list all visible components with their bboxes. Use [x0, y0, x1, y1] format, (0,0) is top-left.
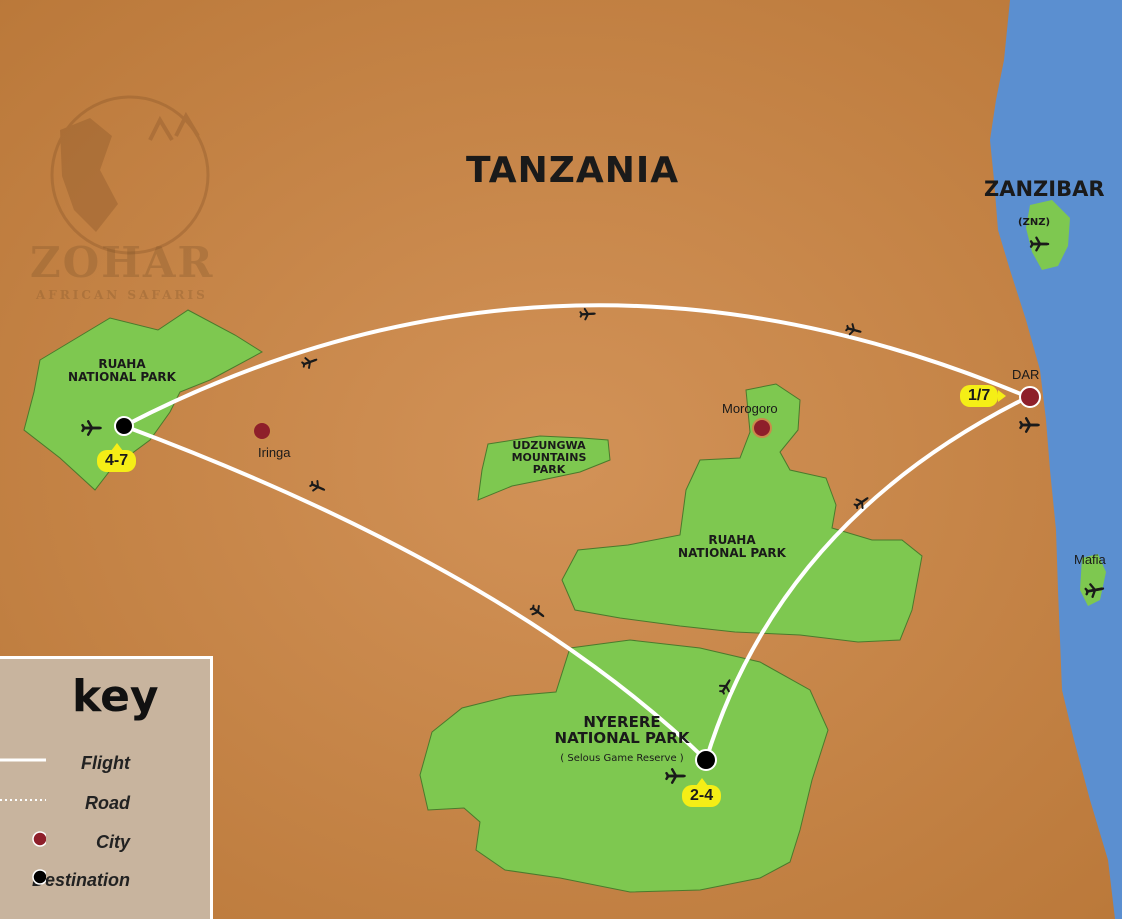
nyerere-park-sublabel: ( Selous Game Reserve ): [560, 753, 684, 764]
map-title: TANZANIA: [466, 150, 680, 191]
city-dot-iringa: [252, 421, 272, 441]
destination-markers: [114, 416, 717, 771]
zanzibar-airport-code: (ZNZ): [1018, 217, 1051, 228]
legend-row-flight: Flight: [0, 751, 210, 777]
watermark-logo-tagline: AFRICAN SAFARIS: [36, 288, 208, 302]
legend-row-road: Road: [0, 791, 210, 817]
city-label-iringa: Iringa: [258, 445, 291, 460]
indian-ocean: [990, 0, 1122, 919]
city-markers: [252, 386, 1041, 441]
city-dot-dar: [1019, 386, 1041, 408]
map-legend: key Flight Road City Destination: [0, 656, 213, 919]
ruaha-center-park-label: RUAHA NATIONAL PARK: [678, 533, 786, 560]
destination-dot-nyerere: [695, 749, 717, 771]
flight-route-ruaha-dar: [122, 303, 1030, 428]
legend-destination-dot-icon: [32, 869, 46, 885]
zanzibar-island: [1026, 200, 1070, 270]
destination-dot-ruaha: [114, 416, 134, 436]
watermark-logo-text: ZOHAR: [30, 238, 215, 287]
legend-label-road: Road: [85, 793, 130, 813]
legend-city-dot-icon: [32, 831, 46, 847]
udzungwa-park-label: UDZUNGWA MOUNTAINS PARK: [511, 439, 587, 476]
legend-road-dotted-icon: [0, 799, 46, 801]
stop-badge-ruaha: 4-7: [97, 443, 137, 472]
stop-badge-dar: 1/7: [960, 385, 1007, 407]
flight-route-ruaha-nyerere: [122, 424, 708, 762]
nyerere-park-label: NYERERE NATIONAL PARK: [554, 713, 690, 748]
legend-label-city: City: [95, 832, 130, 852]
legend-title: key: [72, 671, 159, 722]
flight-route-nyerere-dar: [704, 395, 1030, 762]
legend-row-city: City: [0, 830, 210, 856]
city-label-dar: DAR: [1012, 367, 1040, 382]
ruaha-center-park: [561, 383, 923, 643]
udzungwa-park: [477, 435, 611, 501]
legend-label-flight: Flight: [81, 753, 130, 773]
city-dot-morogoro: [752, 418, 772, 438]
logo-watermark: [50, 95, 210, 255]
city-label-mafia: Mafia: [1074, 552, 1106, 567]
legend-label-destination: Destination: [31, 870, 130, 890]
legend-flight-line-icon: [0, 758, 46, 762]
ruaha-west-park-label: RUAHA NATIONAL PARK: [68, 357, 176, 384]
flight-routes: [122, 303, 1030, 762]
zanzibar-label: ZANZIBAR: [984, 177, 1105, 201]
city-label-morogoro: Morogoro: [722, 401, 778, 416]
stop-badge-nyerere: 2-4: [682, 778, 722, 807]
legend-row-destination: Destination: [0, 868, 210, 894]
